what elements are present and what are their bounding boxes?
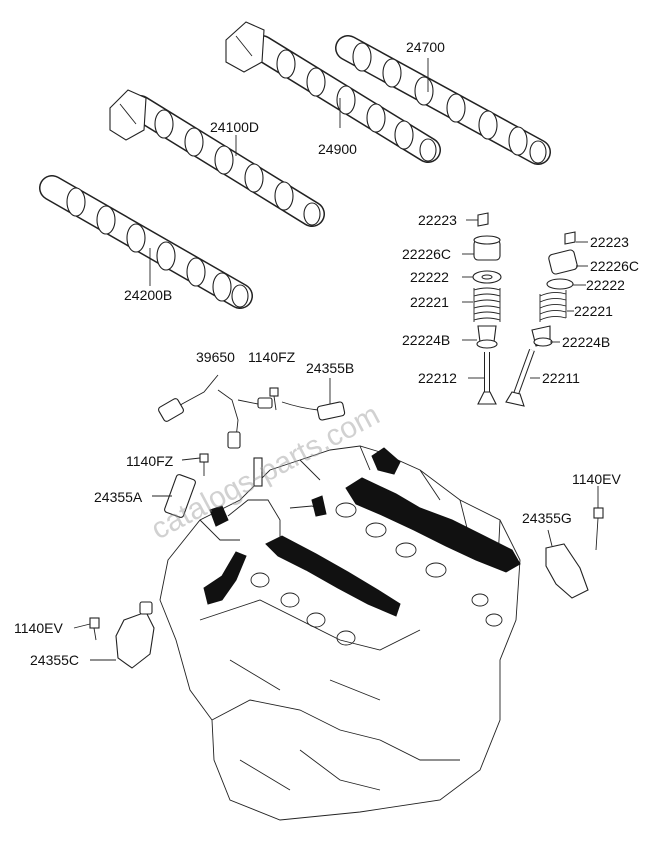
bolt-1140FZ-left bbox=[181, 453, 209, 476]
label-22224B-right: 22224B bbox=[562, 334, 610, 350]
label-24355A: 24355A bbox=[94, 489, 143, 505]
label-1140EV-left: 1140EV bbox=[14, 620, 63, 636]
label-22212: 22212 bbox=[418, 370, 457, 386]
camshaft-24100D bbox=[109, 89, 325, 227]
camshaft-24700 bbox=[335, 35, 551, 165]
sensor-24355B bbox=[281, 378, 346, 421]
sensor-24355A bbox=[152, 474, 196, 518]
label-22221-left: 22221 bbox=[410, 294, 449, 310]
valve-assembly-right bbox=[505, 231, 578, 407]
bolt-1140EV-right bbox=[593, 486, 604, 551]
label-22223-right: 22223 bbox=[590, 234, 629, 250]
wiring-harness-39650 bbox=[158, 374, 273, 449]
label-24355C: 24355C bbox=[30, 652, 79, 668]
bolt-1140FZ-top bbox=[269, 387, 279, 411]
label-39650: 39650 bbox=[196, 349, 235, 365]
label-1140EV-right: 1140EV bbox=[572, 471, 621, 487]
label-24900: 24900 bbox=[318, 141, 357, 157]
label-22222-left: 22222 bbox=[410, 269, 449, 285]
label-22222-right: 22222 bbox=[586, 277, 625, 293]
label-22226C-right: 22226C bbox=[590, 258, 639, 274]
label-22224B-left: 22224B bbox=[402, 332, 450, 348]
label-22221-right: 22221 bbox=[574, 303, 613, 319]
label-1140FZ-left: 1140FZ bbox=[126, 453, 174, 469]
label-1140FZ-top: 1140FZ bbox=[248, 349, 296, 365]
label-24355G: 24355G bbox=[522, 510, 572, 526]
label-24700: 24700 bbox=[406, 39, 445, 55]
label-22226C-left: 22226C bbox=[402, 246, 451, 262]
label-22223-left: 22223 bbox=[418, 212, 457, 228]
bolt-1140EV-left bbox=[73, 617, 100, 641]
label-24355B: 24355B bbox=[306, 360, 354, 376]
label-24100D: 24100D bbox=[210, 119, 259, 135]
valve-assembly-left bbox=[472, 212, 502, 405]
sensor-24355G bbox=[545, 529, 589, 599]
label-22211: 22211 bbox=[542, 370, 580, 386]
camshaft-24900 bbox=[225, 21, 441, 163]
engine-block bbox=[159, 445, 521, 821]
watermark: catalogs-parts.com bbox=[146, 398, 385, 546]
label-24200B: 24200B bbox=[124, 287, 172, 303]
sensor-24355C bbox=[90, 601, 155, 669]
camshaft-24200B bbox=[39, 175, 253, 309]
